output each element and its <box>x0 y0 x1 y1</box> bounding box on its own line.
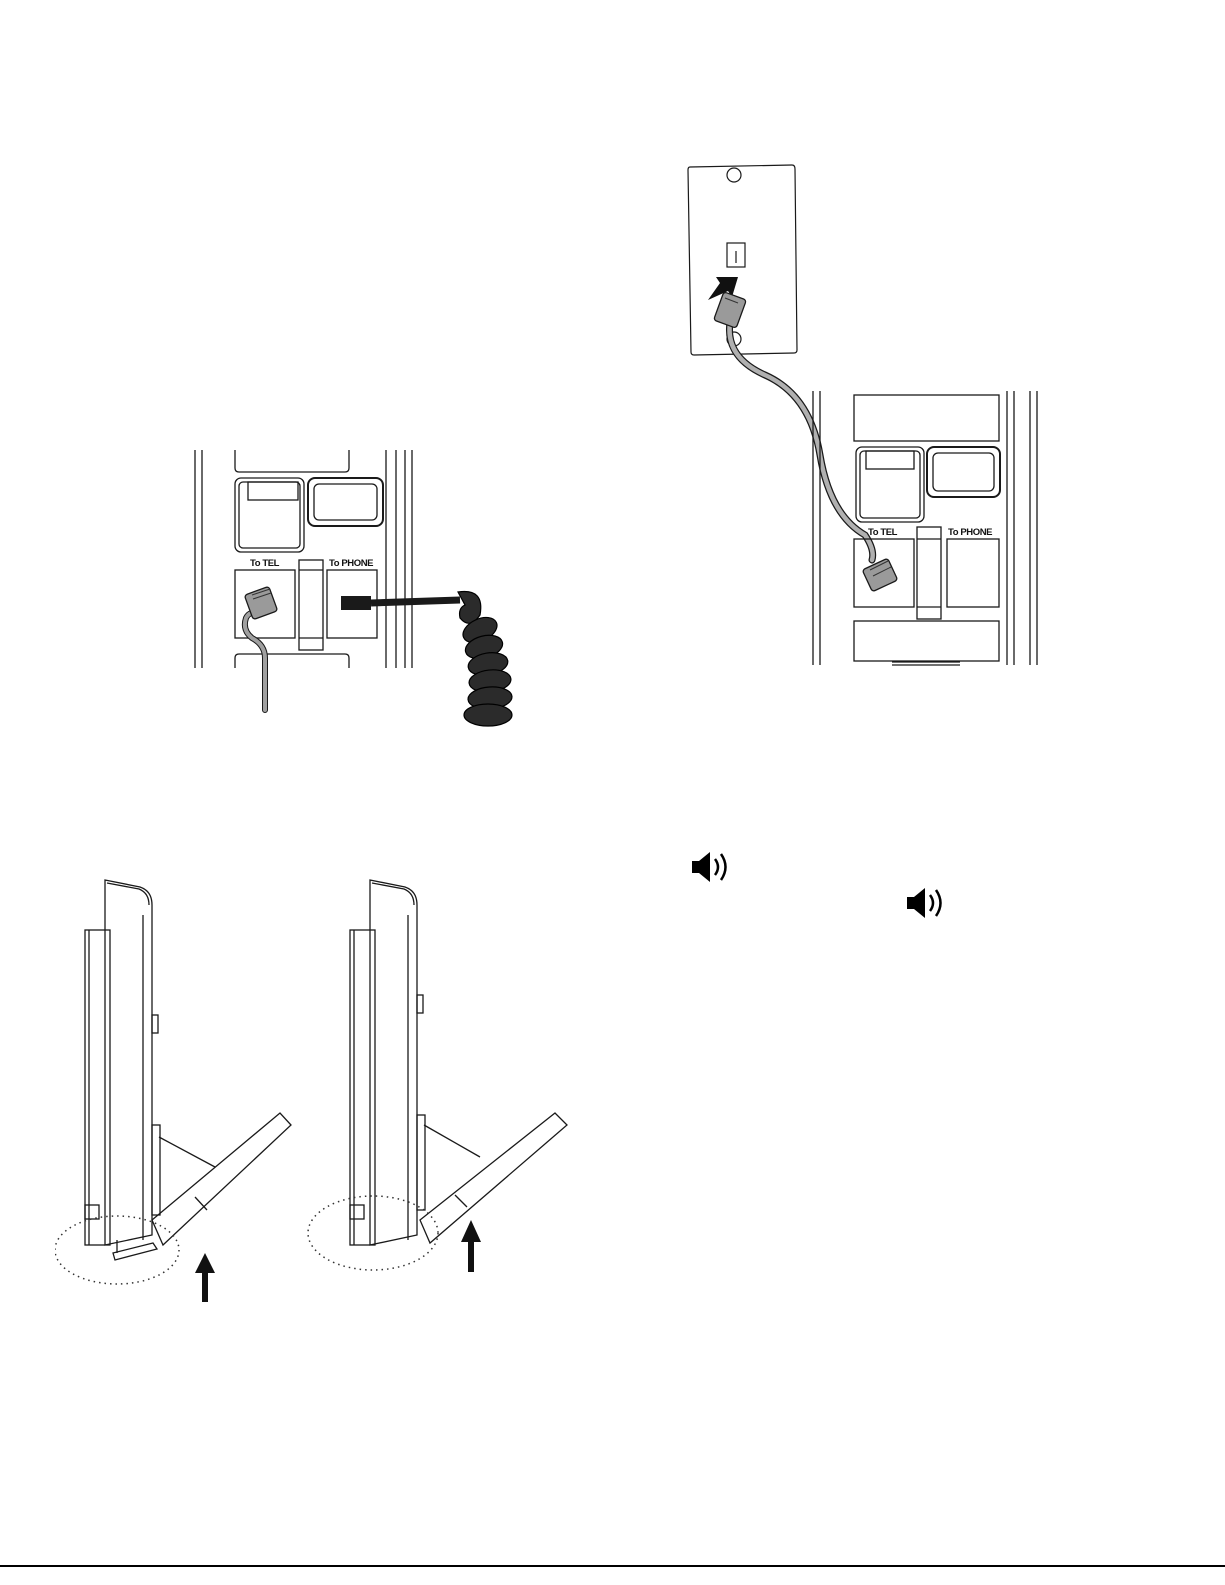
to-tel-label: To TEL <box>250 558 280 569</box>
wall-plug-icon <box>714 292 747 328</box>
to-tel-label: To TEL <box>868 527 898 538</box>
coiled-cord-icon <box>458 591 513 726</box>
stand-attach-figure-2 <box>305 875 585 1285</box>
to-phone-label: To PHONE <box>948 527 992 538</box>
speaker-icon <box>690 849 736 885</box>
footer-rule <box>0 1565 1225 1567</box>
speaker-icon <box>905 885 951 921</box>
phone-jack-panel-figure: To TEL To PHONE <box>190 440 530 730</box>
to-phone-label: To PHONE <box>329 558 373 569</box>
wall-jack-connection-figure: To TEL To PHONE <box>680 155 1050 675</box>
stand-attach-figure-1 <box>55 875 315 1305</box>
tel-plug-icon <box>862 558 898 592</box>
up-arrow-icon <box>195 1253 215 1302</box>
up-arrow-icon <box>461 1220 481 1272</box>
